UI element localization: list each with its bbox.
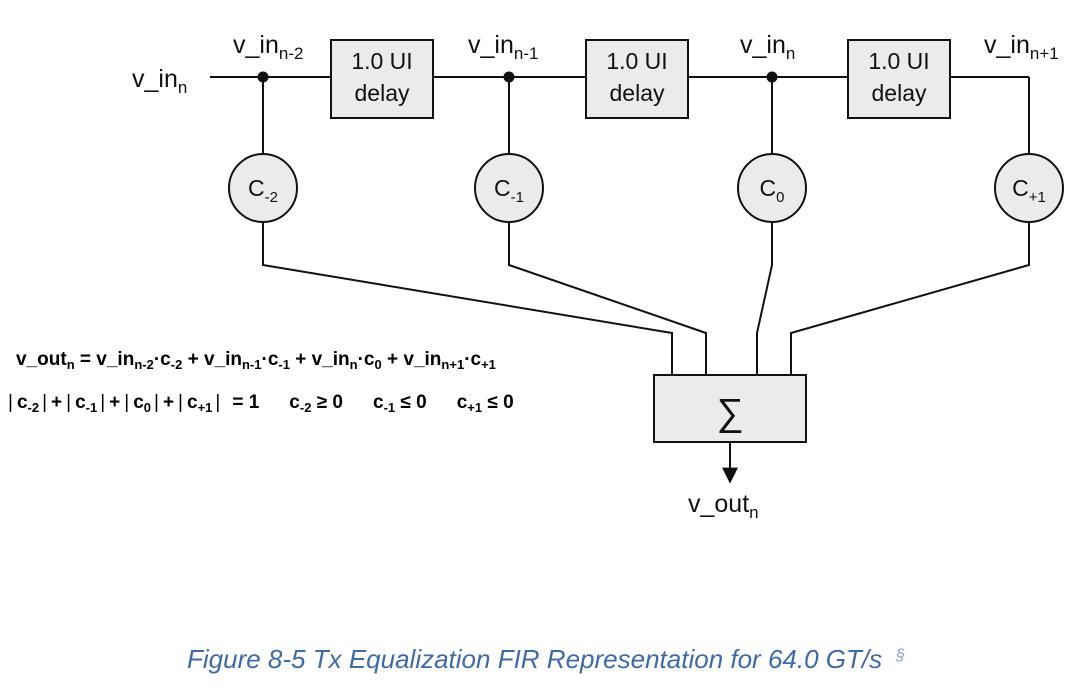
figure-caption: Figure 8-5 Tx Equalization FIR Represent… (0, 644, 1092, 675)
coefficient-circle: C0 (737, 153, 807, 223)
svg-text:C-1: C-1 (494, 175, 524, 206)
delay-block: 1.0 UI delay (585, 39, 689, 119)
summer-wires (262, 222, 1030, 375)
coefficient-circle: C-1 (474, 153, 544, 223)
output-label: v_outn (688, 490, 759, 522)
delay-label-line1: 1.0 UI (606, 48, 667, 74)
tap-label: v_inn-2 (233, 31, 303, 63)
delay-label-line2: delay (610, 80, 665, 106)
tap-label: v_inn-1 (468, 31, 538, 63)
delay-block: 1.0 UI delay (330, 39, 434, 119)
delay-label-line2: delay (872, 80, 927, 106)
delay-block: 1.0 UI delay (847, 39, 951, 119)
svg-text:C-2: C-2 (248, 175, 278, 206)
svg-text:C0: C0 (760, 175, 785, 206)
input-label: v_inn (132, 65, 187, 97)
coefficient-circle: C-2 (228, 153, 298, 223)
tap-label: v_inn (740, 31, 795, 63)
tap-label: v_inn+1 (984, 31, 1059, 63)
coefficient-circle: C+1 (994, 153, 1064, 223)
caption-text: Figure 8-5 Tx Equalization FIR Represent… (187, 644, 883, 674)
sigma-symbol: ∑ (716, 392, 743, 434)
delay-label-line1: 1.0 UI (868, 48, 929, 74)
section-link-icon[interactable]: § (896, 647, 905, 664)
tap-drops (262, 77, 773, 155)
delay-label-line2: delay (355, 80, 410, 106)
summer-block: ∑ (653, 374, 807, 443)
delay-label-line1: 1.0 UI (351, 48, 412, 74)
svg-text:C+1: C+1 (1012, 175, 1046, 206)
output-equation: v_outn = v_inn-2·c-2 + v_inn-1·c-1 + v_i… (16, 349, 496, 372)
